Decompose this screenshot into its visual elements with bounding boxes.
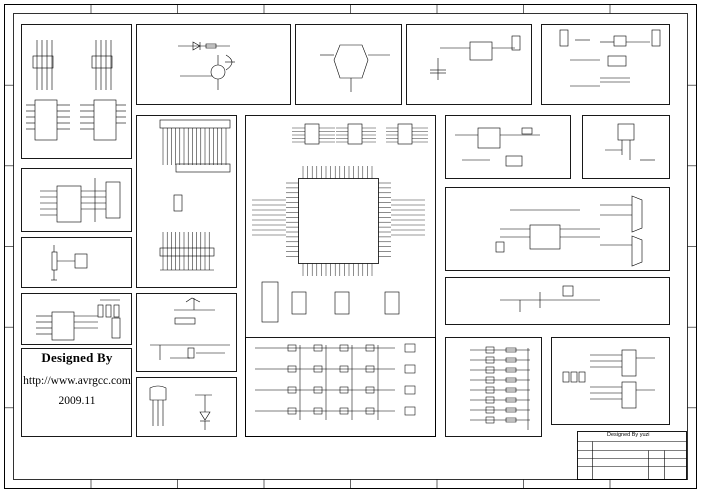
keypad-switch [365,365,375,373]
led-resistor [505,347,517,353]
led-resistor [505,367,517,373]
panel-usb-interface [406,24,532,105]
led [485,376,495,384]
panel-power-supply [136,24,291,105]
keypad-switch [287,344,297,352]
panel-credit [21,348,132,437]
panel-programming-headers [21,24,132,159]
led-resistor [505,417,517,423]
keypad-switch [313,344,323,352]
panel-temperature-sensor [136,377,237,437]
keypad-switch [313,407,323,415]
led-resistor [505,357,517,363]
credit-date: 2009.11 [58,395,96,407]
panel-serial-interface [21,168,132,232]
led [485,406,495,414]
keypad-switch [287,386,297,394]
keypad-switch [339,344,349,352]
led [485,346,495,354]
title-block-designer: Designed By yuzi [607,432,650,438]
panel-lcd-connector [136,115,237,288]
panel-led-array [445,337,542,437]
credit-heading: Designed By [41,350,113,365]
led [485,366,495,374]
led-resistor [505,387,517,393]
keypad-switch [365,344,375,352]
panel-leds-buzzer [541,24,670,105]
keypad-resistor [404,364,416,374]
title-block [577,431,687,480]
led [485,356,495,364]
led-resistor [505,397,517,403]
keypad-resistor [404,406,416,416]
keypad-resistor [404,343,416,353]
led [485,416,495,424]
led [485,396,495,404]
keypad-switch [287,407,297,415]
panel-light-sensor [445,277,670,325]
led [485,386,495,394]
panel-potentiometer [21,237,132,288]
keypad-switch [313,386,323,394]
keypad-switch [287,365,297,373]
panel-ir-receiver [582,115,670,179]
designer-credit: Designed By http://www.avrgcc.com 2009.1… [22,348,132,436]
panel-rs232 [445,187,670,271]
panel-reset-crystal [136,293,237,372]
panel-keypad-matrix [245,337,436,437]
zone-ticks [4,4,697,489]
panel-i2c-eeprom [21,293,132,345]
keypad-switch [339,386,349,394]
panel-rtc [445,115,571,179]
panel-voltage-regulator [295,24,402,105]
credit-url: http://www.avrgcc.com [23,375,131,387]
keypad-switch [339,407,349,415]
keypad-switch [313,365,323,373]
keypad-switch [365,407,375,415]
led-resistor [505,377,517,383]
panel-seven-segment [551,337,670,425]
led-resistor [505,407,517,413]
keypad-resistor [404,385,416,395]
mcu-chip [298,178,379,264]
panel-microcontroller [245,115,436,437]
keypad-switch [339,365,349,373]
keypad-switch [365,386,375,394]
